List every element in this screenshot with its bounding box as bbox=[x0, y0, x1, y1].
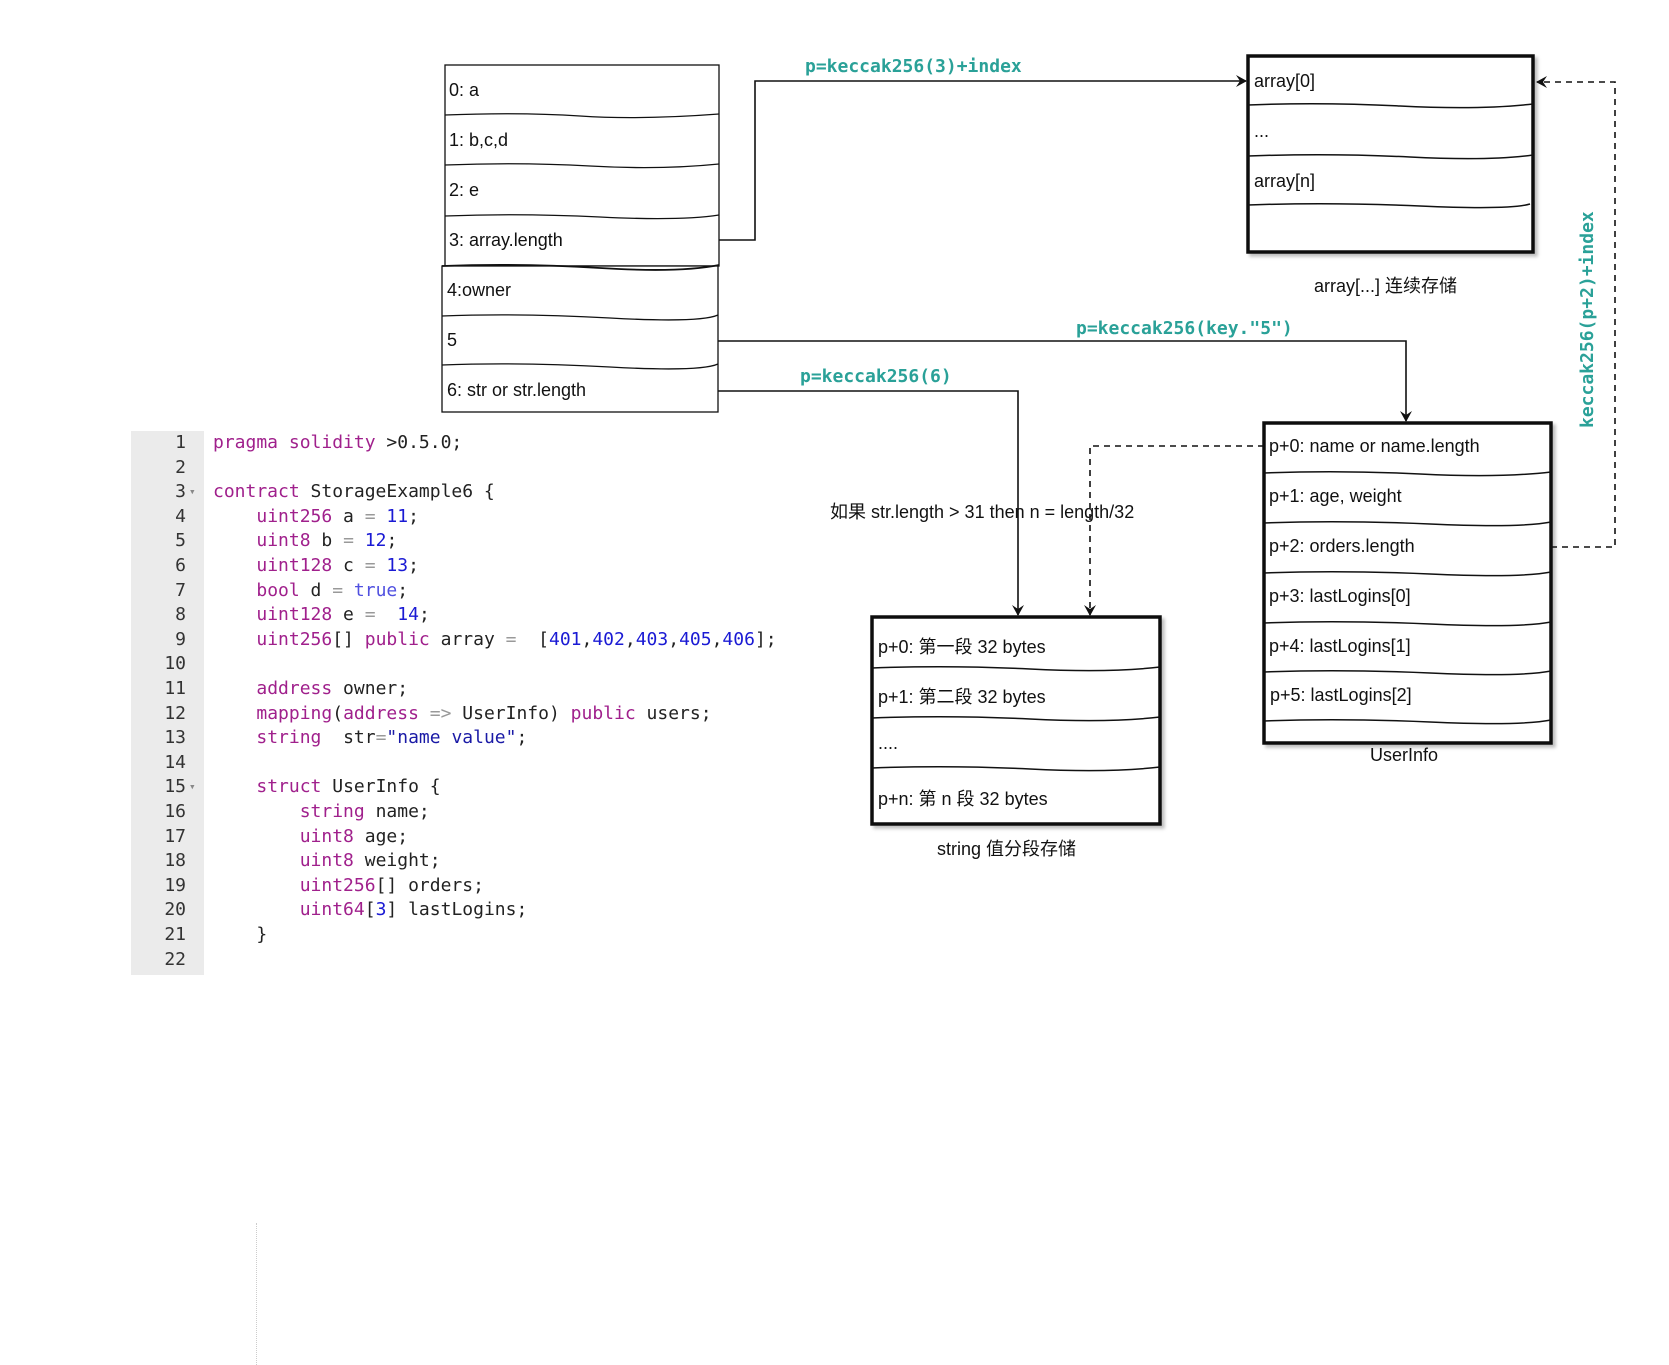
userinfo-row-4: p+4: lastLogins[1] bbox=[1269, 636, 1411, 656]
line-number: 4 bbox=[175, 505, 186, 527]
line-number: 6 bbox=[175, 555, 186, 576]
label-array-formula: p=keccak256(3)+index bbox=[805, 56, 1022, 77]
slot-row-4: 4:owner bbox=[447, 280, 512, 300]
array-row-2: array[n] bbox=[1254, 171, 1316, 191]
code-text: } bbox=[213, 924, 268, 945]
edge-array-length-to-array bbox=[719, 75, 1247, 241]
code-text: bool d = true; bbox=[256, 579, 409, 601]
line-number: 19 bbox=[164, 874, 186, 896]
slot-table-frame bbox=[441, 64, 720, 413]
line-number: 21 bbox=[164, 924, 186, 945]
connector-layer bbox=[441, 54, 1616, 826]
code-text: uint128 c = 13; bbox=[256, 555, 419, 576]
indent-guide bbox=[256, 1223, 258, 1365]
line-number: 15 bbox=[164, 776, 186, 798]
line-number: 17 bbox=[164, 825, 186, 847]
string-row-1: p+1: 第二段 32 bytes bbox=[878, 687, 1046, 707]
slot-row-6: 6: str or str.length bbox=[447, 380, 587, 400]
code-text: uint256 a = 11; bbox=[256, 505, 419, 527]
code-text: uint256[] orders; bbox=[299, 874, 484, 896]
edge-name-to-string-box bbox=[1084, 445, 1264, 616]
label-mapping-formula: p=keccak256(key."5") bbox=[1076, 318, 1293, 339]
string-row-0: p+0: 第一段 32 bytes bbox=[878, 637, 1046, 657]
line-number: 13 bbox=[164, 727, 186, 749]
userinfo-row-3: p+3: lastLogins[0] bbox=[1269, 586, 1411, 606]
line-number: 5 bbox=[175, 530, 186, 552]
line-number: 14 bbox=[164, 751, 186, 773]
code-text: uint8 b = 12; bbox=[256, 530, 398, 552]
string-box-caption: string 值分段存储 bbox=[937, 839, 1077, 859]
line-number-gutter bbox=[131, 431, 204, 975]
code-text: pragma solidity >0.5.0; bbox=[213, 432, 463, 453]
code-text: struct UserInfo { bbox=[256, 776, 441, 798]
slot-row-3: 3: array.length bbox=[449, 230, 563, 250]
line-number: 10 bbox=[164, 653, 186, 675]
line-number: 3 bbox=[175, 481, 186, 503]
line-number: 20 bbox=[164, 899, 186, 921]
userinfo-box-caption: UserInfo bbox=[1370, 745, 1439, 765]
slot-row-0: 0: a bbox=[449, 80, 480, 100]
userinfo-row-5: p+5: lastLogins[2] bbox=[1270, 685, 1412, 705]
label-string-formula: p=keccak256(6) bbox=[800, 366, 952, 387]
edge-str-to-string-box bbox=[718, 390, 1024, 616]
userinfo-box-frame bbox=[1262, 421, 1553, 745]
code-text: uint128 e = 14; bbox=[256, 604, 430, 626]
fold-toggle-icon[interactable]: ▾ bbox=[189, 780, 196, 794]
line-number: 12 bbox=[164, 702, 186, 724]
line-number: 1 bbox=[175, 432, 186, 453]
code-text: contract StorageExample6 { bbox=[213, 481, 495, 503]
userinfo-row-0: p+0: name or name.length bbox=[1269, 436, 1480, 456]
code-text: mapping(address => UserInfo) public user… bbox=[256, 702, 712, 724]
code-text: uint256[] public array = [401,402,403,40… bbox=[256, 628, 777, 650]
code-text: string str="name value"; bbox=[256, 727, 528, 749]
code-text: uint8 age; bbox=[299, 825, 409, 847]
line-number: 18 bbox=[164, 850, 186, 872]
line-number: 7 bbox=[175, 579, 186, 601]
line-number: 8 bbox=[175, 604, 186, 626]
code-text: uint8 weight; bbox=[299, 850, 441, 872]
array-row-1: ... bbox=[1254, 121, 1270, 141]
array-box-caption: array[...] 连续存储 bbox=[1314, 276, 1458, 296]
label-orders-formula: keccak256(p+2)+index bbox=[1577, 211, 1598, 428]
slot-row-5: 5 bbox=[447, 330, 458, 350]
line-number: 22 bbox=[164, 948, 186, 970]
code-text: uint64[3] lastLogins; bbox=[299, 899, 528, 921]
userinfo-row-2: p+2: orders.length bbox=[1269, 536, 1415, 556]
array-row-0: array[0] bbox=[1254, 71, 1316, 91]
slot-row-1: 1: b,c,d bbox=[449, 130, 509, 150]
slot-row-2: 2: e bbox=[449, 180, 480, 200]
line-number: 11 bbox=[164, 678, 186, 699]
code-text: address owner; bbox=[256, 678, 409, 699]
fold-toggle-icon[interactable]: ▾ bbox=[189, 485, 196, 499]
line-number: 2 bbox=[175, 456, 186, 478]
edge-mapping-to-userinfo bbox=[718, 340, 1412, 422]
line-number: 16 bbox=[164, 801, 186, 822]
line-number: 9 bbox=[175, 628, 186, 650]
array-box-frame bbox=[1246, 54, 1535, 254]
label-string-note: 如果 str.length > 31 then n = length/32 bbox=[830, 502, 1135, 522]
code-text: string name; bbox=[299, 801, 430, 822]
userinfo-row-1: p+1: age, weight bbox=[1269, 486, 1402, 506]
string-row-3: p+n: 第 n 段 32 bytes bbox=[878, 789, 1048, 809]
string-row-2: .... bbox=[878, 733, 899, 753]
